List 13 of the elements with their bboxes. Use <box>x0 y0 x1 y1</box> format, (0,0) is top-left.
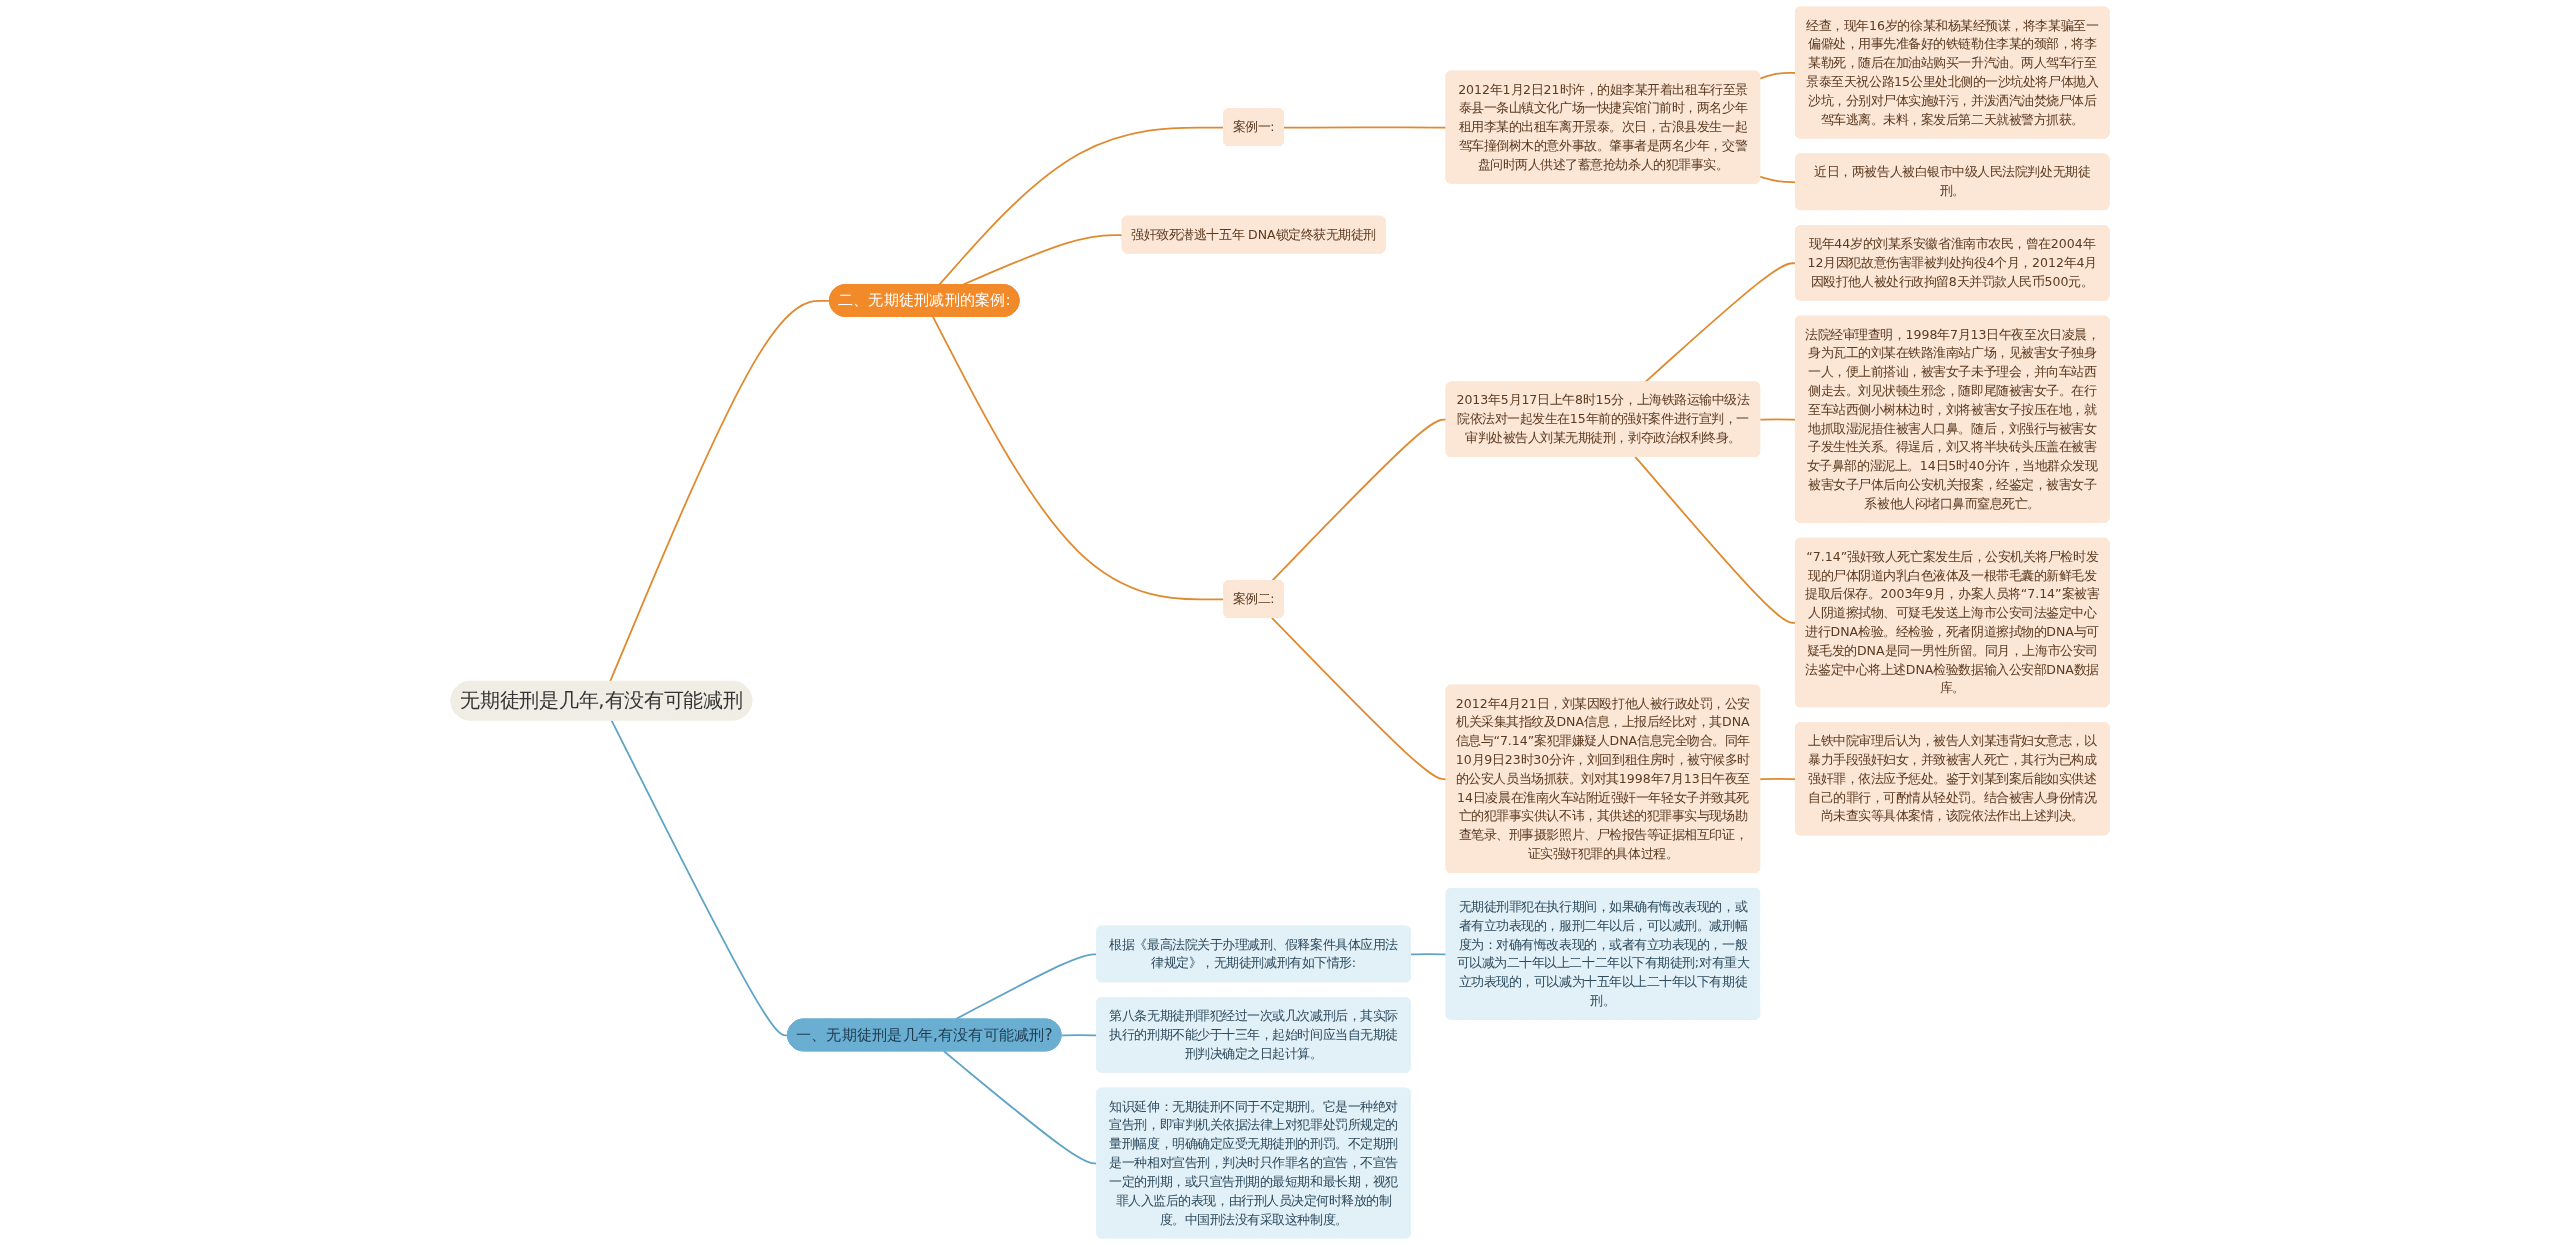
connector <box>961 234 1124 286</box>
connector <box>609 300 831 683</box>
connector <box>1283 126 1448 129</box>
connector <box>1759 778 1797 781</box>
connector <box>1759 71 1797 80</box>
connector <box>1409 953 1448 956</box>
connector <box>1759 418 1797 421</box>
connector <box>1644 262 1797 384</box>
connector <box>1759 175 1797 184</box>
connector <box>1634 455 1797 624</box>
connector <box>610 719 789 1037</box>
connector <box>1270 418 1448 582</box>
connector <box>1270 616 1448 781</box>
